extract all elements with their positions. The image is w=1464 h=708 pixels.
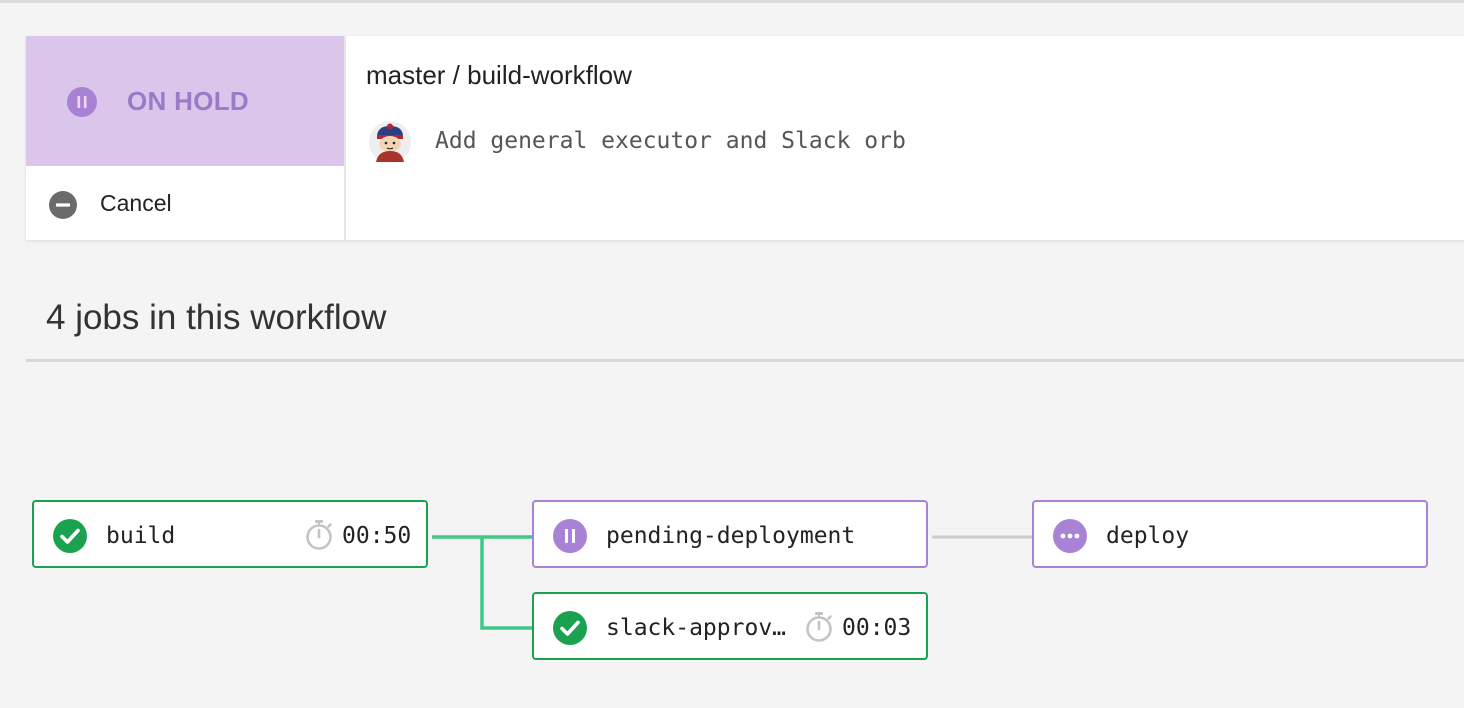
workflow-title[interactable]: master / build-workflow <box>366 60 632 90</box>
workflow-header-card: ON HOLD Cancel master / build-workflow A… <box>26 36 1464 240</box>
minus-circle-icon <box>49 191 77 219</box>
workflow-status-label: ON HOLD <box>127 86 249 116</box>
user-avatar <box>369 121 411 163</box>
job-duration: 00:03 <box>842 615 912 641</box>
job-deploy[interactable]: deploy <box>1032 500 1428 568</box>
top-divider <box>0 0 1464 3</box>
stopwatch-icon <box>306 520 332 550</box>
job-name: slack-approv… <box>606 615 787 641</box>
job-name: pending-deployment <box>606 523 856 549</box>
jobs-heading-divider <box>26 359 1464 362</box>
cancel-workflow-button[interactable]: Cancel <box>26 166 344 240</box>
commit-message[interactable]: Add general executor and Slack orb <box>435 128 906 154</box>
jobs-heading: 4 jobs in this workflow <box>46 298 387 337</box>
connector-build-to-slack <box>480 537 533 630</box>
ellipsis-circle-icon <box>1053 519 1087 553</box>
cancel-label: Cancel <box>100 190 172 216</box>
check-circle-icon <box>553 611 587 645</box>
workflow-status-badge: ON HOLD <box>26 36 344 166</box>
stopwatch-icon <box>806 612 832 642</box>
job-build[interactable]: build 00:50 <box>32 500 428 568</box>
job-duration: 00:50 <box>342 523 412 549</box>
workflow-status-pane: ON HOLD Cancel <box>26 36 346 240</box>
check-circle-icon <box>53 519 87 553</box>
job-slack-approval[interactable]: slack-approv… 00:03 <box>532 592 928 660</box>
pause-circle-icon <box>67 87 97 117</box>
job-name: deploy <box>1106 523 1190 549</box>
pause-circle-icon <box>553 519 587 553</box>
job-pending-deployment[interactable]: pending-deployment <box>532 500 928 568</box>
job-name: build <box>106 523 176 549</box>
